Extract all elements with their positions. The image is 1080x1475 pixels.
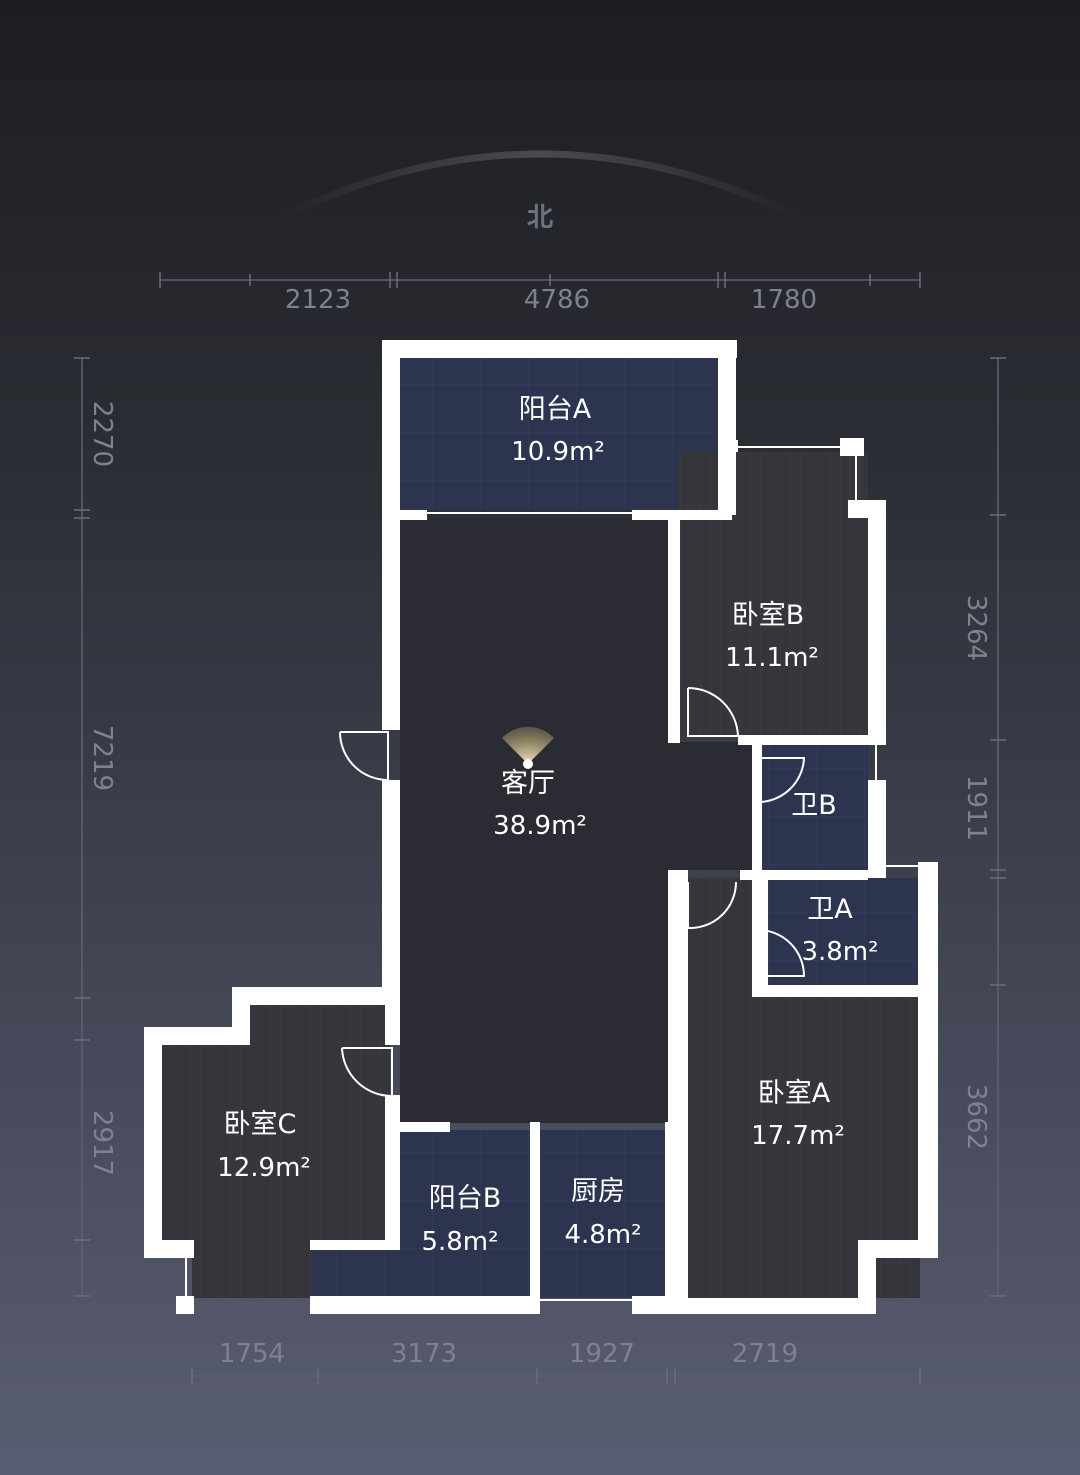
room-kitchen-area: 4.8m² bbox=[564, 1220, 641, 1250]
room-bedroom-c-area: 12.9m² bbox=[217, 1153, 311, 1183]
dim-bottom-1: 1754 bbox=[219, 1339, 285, 1369]
floor-living-ext bbox=[670, 742, 755, 870]
room-living-area: 38.9m² bbox=[493, 811, 587, 841]
door-bath-a-icon bbox=[757, 929, 806, 977]
floor-bedroom-a-upper bbox=[680, 878, 755, 998]
compass-label: 北 bbox=[527, 203, 553, 233]
room-bath-a-name: 卫A bbox=[807, 894, 853, 925]
room-balcony-a-name: 阳台A bbox=[519, 394, 592, 425]
door-entry-icon bbox=[339, 731, 389, 782]
dim-bottom-3: 1927 bbox=[569, 1339, 635, 1369]
room-bedroom-c-name: 卧室C bbox=[224, 1109, 297, 1140]
doors bbox=[339, 686, 806, 1098]
room-bedroom-a-name: 卧室A bbox=[758, 1078, 831, 1109]
room-bedroom-b-name: 卧室B bbox=[732, 600, 805, 631]
camera-viewpoint-icon bbox=[502, 726, 554, 769]
door-bedroom-a-icon bbox=[687, 881, 738, 930]
dim-top-1: 2123 bbox=[285, 285, 351, 315]
room-balcony-b-name: 阳台B bbox=[429, 1183, 502, 1214]
dim-left-2: 7219 bbox=[87, 725, 117, 791]
dim-left-1: 2270 bbox=[87, 401, 117, 467]
dim-top-3: 1780 bbox=[751, 285, 817, 315]
walls bbox=[144, 340, 938, 1314]
room-balcony-b-area: 5.8m² bbox=[421, 1227, 498, 1257]
dim-left-3: 2917 bbox=[87, 1110, 117, 1176]
door-bath-b-icon bbox=[757, 757, 806, 804]
windows bbox=[185, 446, 918, 1301]
floor-bedroom-b bbox=[678, 452, 868, 735]
door-bedroom-b-icon bbox=[687, 686, 740, 737]
right-dimension: 3264 1911 3662 bbox=[961, 357, 1006, 1297]
floor-bedroom-c bbox=[162, 1005, 390, 1298]
room-kitchen-name: 厨房 bbox=[571, 1176, 625, 1207]
floor-balcony-a bbox=[400, 358, 718, 510]
room-bath-a-area: 3.8m² bbox=[801, 937, 878, 967]
dim-top-2: 4786 bbox=[524, 285, 590, 315]
floor-bath-b bbox=[760, 745, 868, 870]
room-balcony-a-area: 10.9m² bbox=[511, 437, 605, 467]
dim-bottom-4: 2719 bbox=[732, 1339, 798, 1369]
left-dimension: 2270 7219 2917 bbox=[74, 357, 117, 1297]
dim-right-2: 1911 bbox=[961, 775, 991, 841]
top-dimension: 2123 4786 1780 bbox=[159, 272, 921, 315]
room-bath-b-name: 卫B bbox=[791, 790, 837, 821]
floor-living bbox=[400, 518, 670, 1123]
door-bedroom-c-icon bbox=[341, 1047, 393, 1098]
compass-arc-icon bbox=[278, 150, 802, 222]
room-bedroom-b-area: 11.1m² bbox=[725, 643, 819, 673]
room-living-name: 客厅 bbox=[501, 768, 555, 799]
dim-right-3: 3662 bbox=[961, 1084, 991, 1150]
bottom-dimension: 1754 3173 1927 2719 bbox=[191, 1339, 921, 1384]
room-bedroom-a-area: 17.7m² bbox=[751, 1121, 845, 1151]
floor-kitchen bbox=[540, 1130, 668, 1298]
dim-right-1: 3264 bbox=[961, 595, 991, 661]
dim-bottom-2: 3173 bbox=[391, 1339, 457, 1369]
floor-bath-a bbox=[760, 878, 920, 985]
floor-balcony-b bbox=[312, 1130, 530, 1298]
